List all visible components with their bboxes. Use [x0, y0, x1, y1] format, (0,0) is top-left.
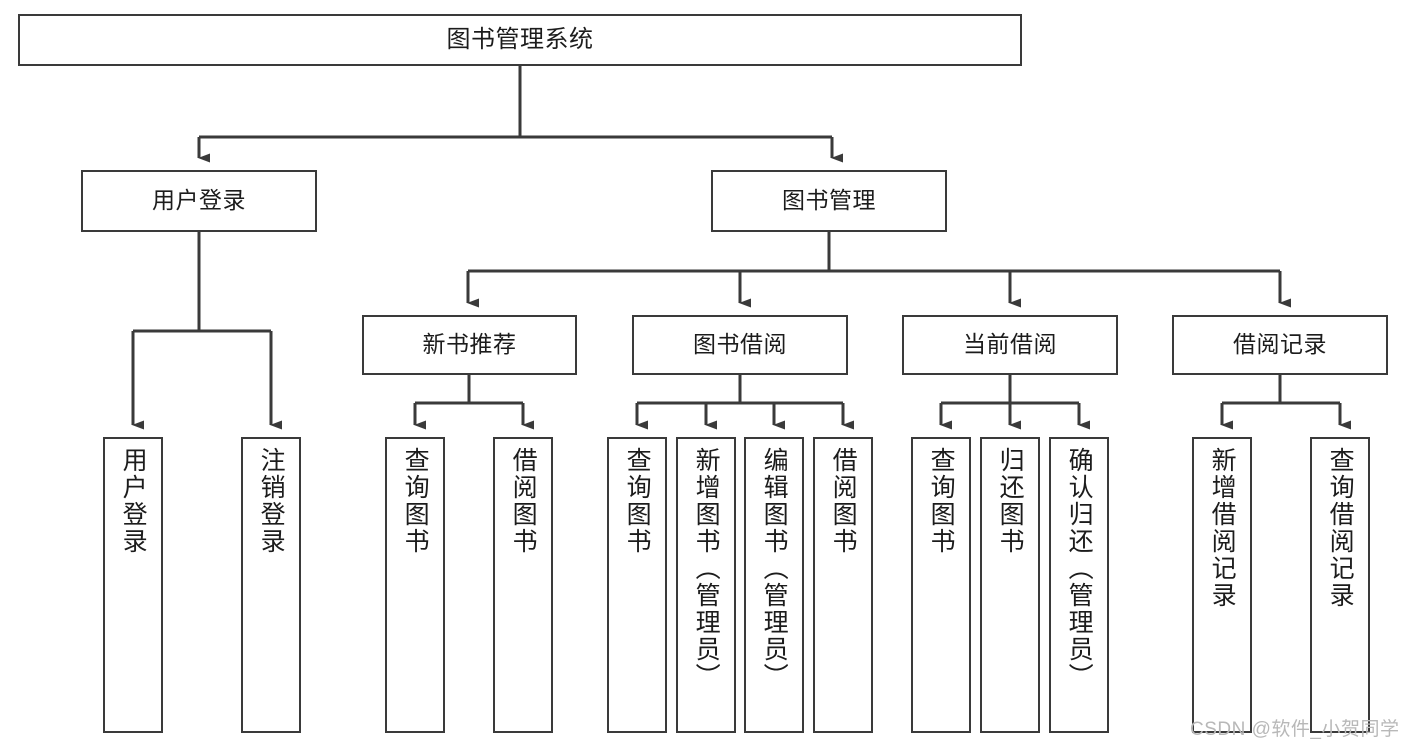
node-user-login[interactable]: 用户登录 [81, 170, 317, 232]
node-new-book-recommendation[interactable]: 新书推荐 [362, 315, 577, 375]
node-label: 图书借阅 [693, 331, 787, 358]
node-label: 查询借阅记录 [1326, 447, 1355, 609]
node-label: 新书推荐 [422, 331, 517, 358]
leaf-borrow-book-borrowing[interactable]: 借阅图书 [813, 437, 873, 733]
leaf-user-logout[interactable]: 注销登录 [241, 437, 301, 733]
leaf-add-borrow-record[interactable]: 新增借阅记录 [1192, 437, 1252, 733]
leaf-borrow-book-recommendation[interactable]: 借阅图书 [493, 437, 553, 733]
node-label: 新增图书（管理员） [692, 447, 721, 690]
leaf-return-book[interactable]: 归还图书 [980, 437, 1040, 733]
node-borrowing-records[interactable]: 借阅记录 [1172, 315, 1388, 375]
node-root-book-management-system[interactable]: 图书管理系统 [18, 14, 1022, 66]
node-label: 当前借阅 [963, 331, 1057, 358]
node-book-borrowing[interactable]: 图书借阅 [632, 315, 848, 375]
node-label: 确认归还（管理员） [1065, 447, 1094, 690]
leaf-add-book-admin[interactable]: 新增图书（管理员） [676, 437, 736, 733]
node-label: 查询图书 [927, 447, 956, 555]
leaf-confirm-return-admin[interactable]: 确认归还（管理员） [1049, 437, 1109, 733]
node-label: 图书管理 [782, 187, 876, 214]
leaf-query-borrow-record[interactable]: 查询借阅记录 [1310, 437, 1370, 733]
node-label: 新增借阅记录 [1208, 447, 1237, 609]
leaf-query-book-current[interactable]: 查询图书 [911, 437, 971, 733]
leaf-user-login[interactable]: 用户登录 [103, 437, 163, 733]
node-label: 借阅图书 [509, 447, 538, 555]
node-label: 用户登录 [119, 447, 148, 555]
node-label: 用户登录 [152, 187, 246, 214]
leaf-edit-book-admin[interactable]: 编辑图书（管理员） [744, 437, 804, 733]
node-book-management[interactable]: 图书管理 [711, 170, 947, 232]
node-label: 注销登录 [257, 447, 286, 555]
leaf-query-book-recommendation[interactable]: 查询图书 [385, 437, 445, 733]
watermark-text: CSDN @软件_小贺同学 [1190, 719, 1400, 740]
node-label: 查询图书 [401, 447, 430, 555]
node-label: 编辑图书（管理员） [760, 447, 789, 690]
leaf-query-book-borrowing[interactable]: 查询图书 [607, 437, 667, 733]
node-current-borrowing[interactable]: 当前借阅 [902, 315, 1118, 375]
node-label: 借阅图书 [829, 447, 858, 555]
node-label: 借阅记录 [1233, 331, 1327, 358]
node-label: 归还图书 [996, 447, 1025, 555]
node-label: 查询图书 [623, 447, 652, 555]
node-label: 图书管理系统 [446, 25, 594, 53]
